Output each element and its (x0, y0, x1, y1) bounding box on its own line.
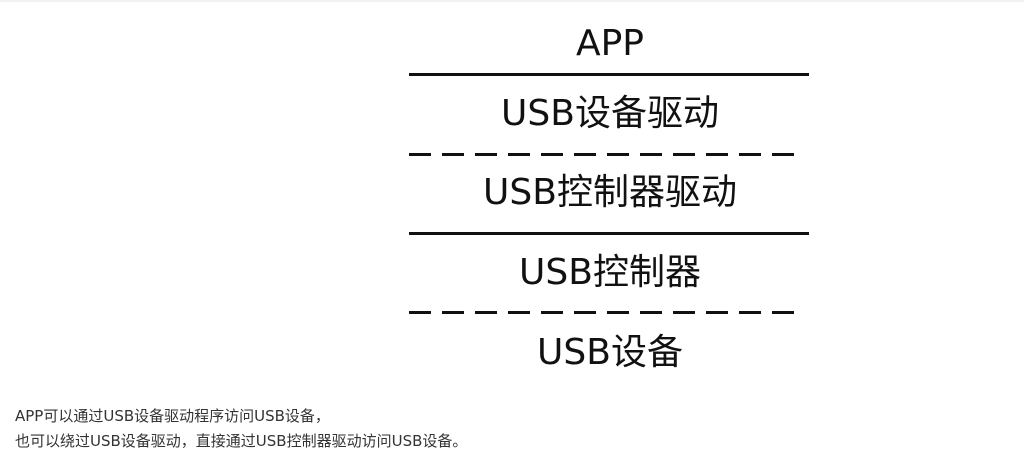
caption-text: APP可以通过USB设备驱动程序访问USB设备， 也可以绕过USB设备驱动，直接… (15, 404, 467, 454)
layer-usb-controller: USB控制器 (519, 252, 701, 293)
layer-usb-device: USB设备 (537, 332, 683, 373)
separator-solid-2 (409, 232, 809, 235)
separator-dashed-2 (409, 311, 805, 314)
layer-app: APP (575, 23, 645, 64)
layer-usb-device-driver: USB设备驱动 (501, 93, 719, 134)
caption-line-1: APP可以通过USB设备驱动程序访问USB设备， (15, 407, 330, 425)
separator-dashed-1 (409, 153, 805, 156)
separator-solid-1 (409, 73, 809, 76)
caption-line-2: 也可以绕过USB设备驱动，直接通过USB控制器驱动访问USB设备。 (15, 432, 468, 450)
top-border-line (0, 0, 1024, 2)
layer-usb-controller-driver: USB控制器驱动 (483, 172, 737, 213)
